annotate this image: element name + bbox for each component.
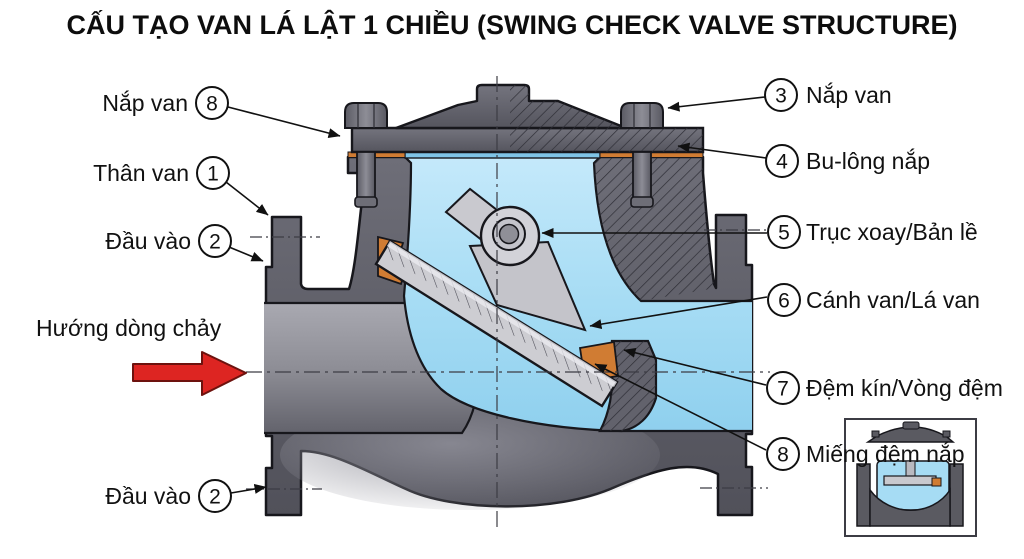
callouts-right: 3 4 5 6 7 8 Nắp van Bu-lông nắp Trục xoa…: [764, 78, 1003, 471]
hinge-pin-hole: [498, 223, 520, 245]
label-dau-vao-bottom: Đầu vào: [105, 483, 191, 509]
callout-circle: [196, 156, 230, 190]
label-mieng-dem-nap: Miếng đệm nắp: [806, 441, 965, 467]
figure-title: CẤU TẠO VAN LÁ LẬT 1 CHIỀU (SWING CHECK …: [66, 10, 958, 40]
label-nap-van-left: Nắp van: [102, 90, 188, 116]
svg-text:7: 7: [777, 378, 789, 401]
centerlines: [246, 76, 770, 531]
cap-bolt-left: [344, 102, 388, 208]
callout-circle: [766, 437, 800, 471]
label-dem-kin: Đệm kín/Vòng đệm: [806, 375, 1003, 401]
label-flow-direction: Hướng dòng chảy: [36, 315, 222, 341]
callout-circle: [195, 86, 229, 120]
callout-circle: [767, 283, 801, 317]
callout-circle: [198, 479, 232, 513]
callout-circle: [198, 224, 232, 258]
callout-circle: [766, 371, 800, 405]
svg-text:3: 3: [775, 85, 787, 108]
label-truc-xoay: Trục xoay/Bản lề: [806, 219, 978, 245]
inset-detail: [844, 418, 977, 537]
svg-text:1: 1: [207, 163, 219, 186]
flow-direction-arrow: [132, 351, 247, 396]
callouts-left: 8 1 2 2 Nắp van Thân van Đầu vào Đầu vào…: [36, 86, 232, 513]
svg-text:6: 6: [778, 290, 790, 313]
label-canh-van: Cánh van/Lá van: [806, 287, 980, 313]
label-nap-van-right: Nắp van: [806, 82, 892, 108]
label-dau-vao-top: Đầu vào: [105, 228, 191, 254]
label-bu-long-nap: Bu-lông nắp: [806, 148, 930, 174]
callout-circle: [764, 78, 798, 112]
svg-text:8: 8: [206, 93, 218, 116]
svg-text:4: 4: [776, 151, 788, 174]
inset-cap: [865, 421, 956, 443]
svg-text:8: 8: [777, 444, 789, 467]
callout-circle: [767, 215, 801, 249]
leader-lines: [225, 96, 768, 494]
svg-text:2: 2: [209, 231, 221, 254]
svg-text:5: 5: [778, 222, 790, 245]
cap-bolt-right: [620, 102, 664, 208]
inset-valve-body: [856, 460, 964, 527]
svg-text:2: 2: [209, 486, 221, 509]
callout-circle: [765, 144, 799, 178]
label-than-van: Thân van: [93, 160, 189, 186]
body-section-hatch-right-wall: [594, 157, 716, 301]
